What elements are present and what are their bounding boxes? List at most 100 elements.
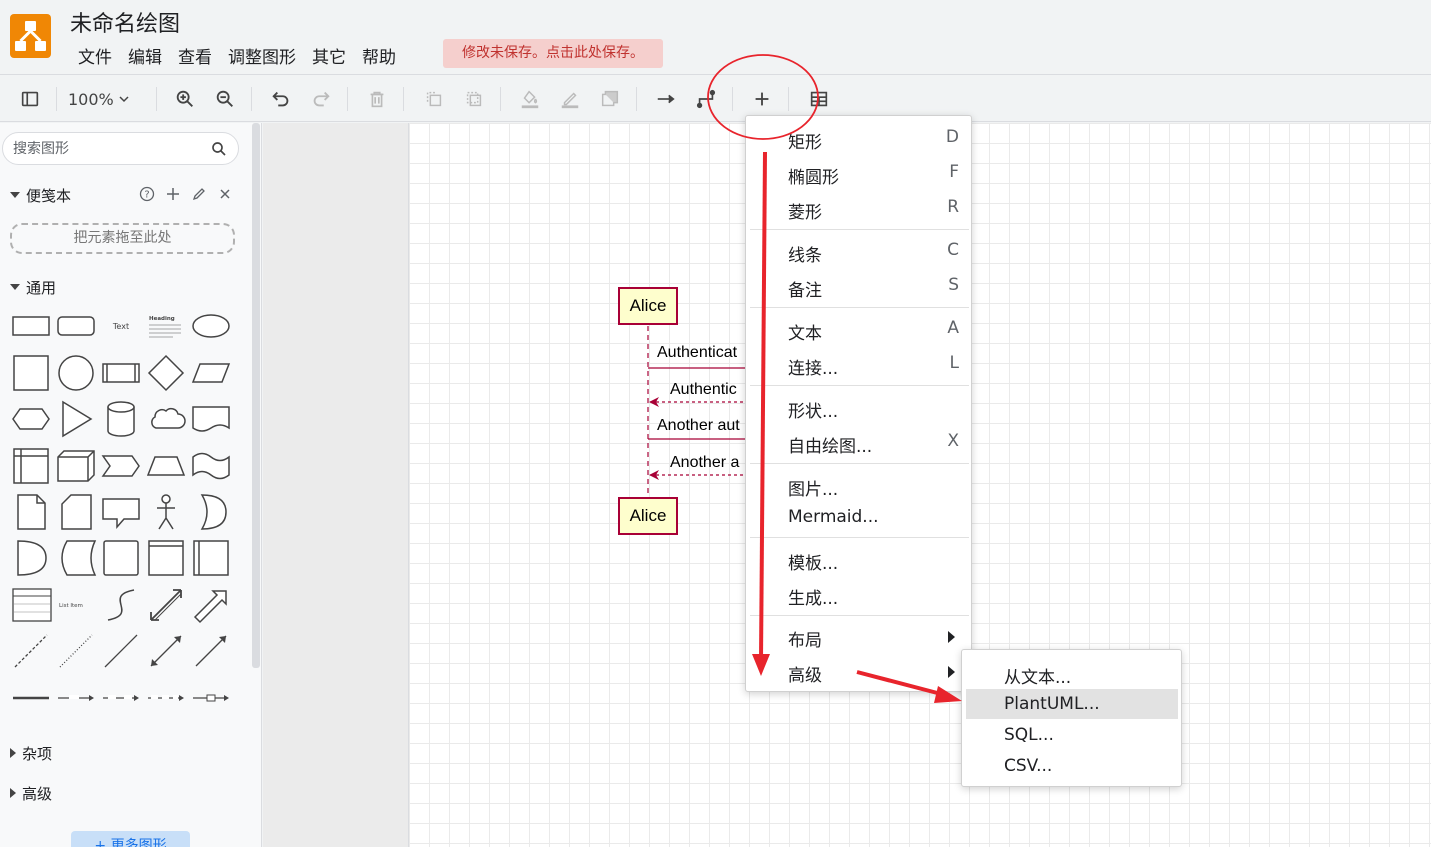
menu-item-advanced[interactable]: 高级 (746, 655, 971, 687)
help-icon[interactable]: ? (138, 185, 156, 203)
message-label[interactable]: Authenticat (657, 344, 738, 361)
rectangle-shape[interactable] (10, 305, 52, 347)
to-front-icon[interactable] (420, 85, 448, 113)
menu-item-layout[interactable]: 布局 (746, 620, 971, 652)
document-title[interactable]: 未命名绘图 (70, 12, 181, 37)
dotted-line-shape[interactable] (55, 630, 97, 672)
ellipse-shape[interactable] (190, 305, 232, 347)
vertical-container-shape[interactable] (190, 537, 232, 579)
actor-alice-bottom[interactable]: Alice (618, 497, 678, 535)
menu-item-template[interactable]: 模板... (788, 554, 839, 574)
sequence-diagram[interactable]: Alice Authenticat Authentic Another aut … (600, 280, 760, 550)
labeled-connector-2-shape[interactable] (100, 677, 142, 719)
card-shape[interactable] (55, 491, 97, 533)
or-shape[interactable] (190, 491, 232, 533)
data-storage-shape[interactable] (55, 537, 97, 579)
menu-help[interactable]: 帮助 (362, 48, 396, 68)
line-shape[interactable] (100, 630, 142, 672)
curve-shape[interactable] (100, 584, 142, 626)
close-icon[interactable] (216, 185, 234, 203)
misc-section-header[interactable]: 杂项 (10, 743, 52, 763)
labeled-connector-3-shape[interactable] (145, 677, 187, 719)
labeled-connector-shape[interactable] (55, 677, 97, 719)
container-shape[interactable] (145, 537, 187, 579)
line-color-icon[interactable] (556, 85, 584, 113)
menu-item-sql[interactable]: SQL... (1004, 725, 1054, 745)
diamond-shape[interactable] (145, 352, 187, 394)
dashed-line-shape[interactable] (10, 630, 52, 672)
search-icon[interactable] (210, 140, 228, 158)
menu-view[interactable]: 查看 (178, 48, 212, 68)
message-label[interactable]: Another a (670, 454, 740, 471)
edit-pencil-icon[interactable] (190, 185, 208, 203)
menu-item-plantuml[interactable]: PlantUML... (966, 689, 1178, 719)
menu-edit[interactable]: 编辑 (128, 48, 162, 68)
tape-shape[interactable] (190, 445, 232, 487)
cylinder-shape[interactable] (100, 398, 142, 440)
list-item-shape[interactable]: List Item (55, 584, 97, 626)
menu-item-shapes[interactable]: 形状... (788, 402, 839, 422)
menu-file[interactable]: 文件 (78, 48, 112, 68)
zoom-dropdown[interactable]: 100% (68, 87, 130, 111)
document-shape[interactable] (190, 398, 232, 440)
shadow-icon[interactable] (596, 85, 624, 113)
hexagon-shape[interactable] (10, 398, 52, 440)
insert-plus-icon[interactable] (748, 85, 776, 113)
menu-item-generate[interactable]: 生成... (788, 589, 839, 609)
shape-search-input[interactable] (13, 138, 203, 160)
menu-item-csv[interactable]: CSV... (1004, 756, 1053, 776)
message-label[interactable]: Authentic (670, 381, 737, 398)
add-icon[interactable] (164, 185, 182, 203)
zoom-in-icon[interactable] (171, 85, 199, 113)
scratchpad-drop-zone[interactable]: 把元素拖至此处 (10, 223, 235, 254)
cube-shape[interactable] (55, 445, 97, 487)
table-icon[interactable] (805, 85, 833, 113)
redo-icon[interactable] (307, 85, 335, 113)
callout-shape[interactable] (100, 491, 142, 533)
thick-line-shape[interactable] (10, 677, 52, 719)
zoom-out-icon[interactable] (211, 85, 239, 113)
menu-arrange[interactable]: 调整图形 (228, 48, 296, 68)
circle-shape[interactable] (55, 352, 97, 394)
connection-arrow-icon[interactable] (652, 85, 680, 113)
general-section-header[interactable]: 通用 (10, 277, 56, 297)
menu-item-link[interactable]: 连接...L (788, 353, 959, 379)
unsaved-changes-button[interactable]: 修改未保存。点击此处保存。 (443, 39, 663, 68)
trapezoid-shape[interactable] (145, 445, 187, 487)
more-shapes-button[interactable]: + 更多图形 (71, 831, 190, 847)
menu-item-image[interactable]: 图片... (788, 480, 839, 500)
menu-extras[interactable]: 其它 (312, 48, 346, 68)
sidebar-scrollbar[interactable] (252, 123, 260, 668)
note-shape[interactable] (10, 491, 52, 533)
menu-item-freehand[interactable]: 自由绘图...X (788, 431, 959, 457)
connector-with-symbol-shape[interactable] (190, 677, 232, 719)
bidirectional-connector-shape[interactable] (145, 630, 187, 672)
rounded-rectangle-shape[interactable] (55, 305, 97, 347)
list-shape[interactable] (10, 584, 52, 626)
process-shape[interactable] (100, 352, 142, 394)
cloud-shape[interactable] (145, 398, 187, 440)
actor-shape[interactable] (145, 491, 187, 533)
actor-alice-top[interactable]: Alice (618, 287, 678, 325)
menu-item-from-text[interactable]: 从文本... (1004, 668, 1072, 688)
square-shape[interactable] (10, 352, 52, 394)
arrow-shape[interactable] (190, 584, 232, 626)
to-back-icon[interactable] (460, 85, 488, 113)
rounded-square-shape[interactable] (100, 537, 142, 579)
menu-item-mermaid[interactable]: Mermaid... (788, 507, 879, 527)
triangle-shape[interactable] (55, 398, 97, 440)
parallelogram-shape[interactable] (190, 352, 232, 394)
step-shape[interactable] (100, 445, 142, 487)
directional-connector-shape[interactable] (190, 630, 232, 672)
textbox-shape[interactable]: Heading (145, 305, 187, 347)
waypoints-icon[interactable] (692, 85, 720, 113)
scratchpad-section-header[interactable]: 便笺本 (10, 185, 71, 205)
internal-storage-shape[interactable] (10, 445, 52, 487)
advanced-section-header[interactable]: 高级 (10, 783, 52, 803)
delete-icon[interactable] (363, 85, 391, 113)
message-label[interactable]: Another aut (657, 417, 740, 434)
